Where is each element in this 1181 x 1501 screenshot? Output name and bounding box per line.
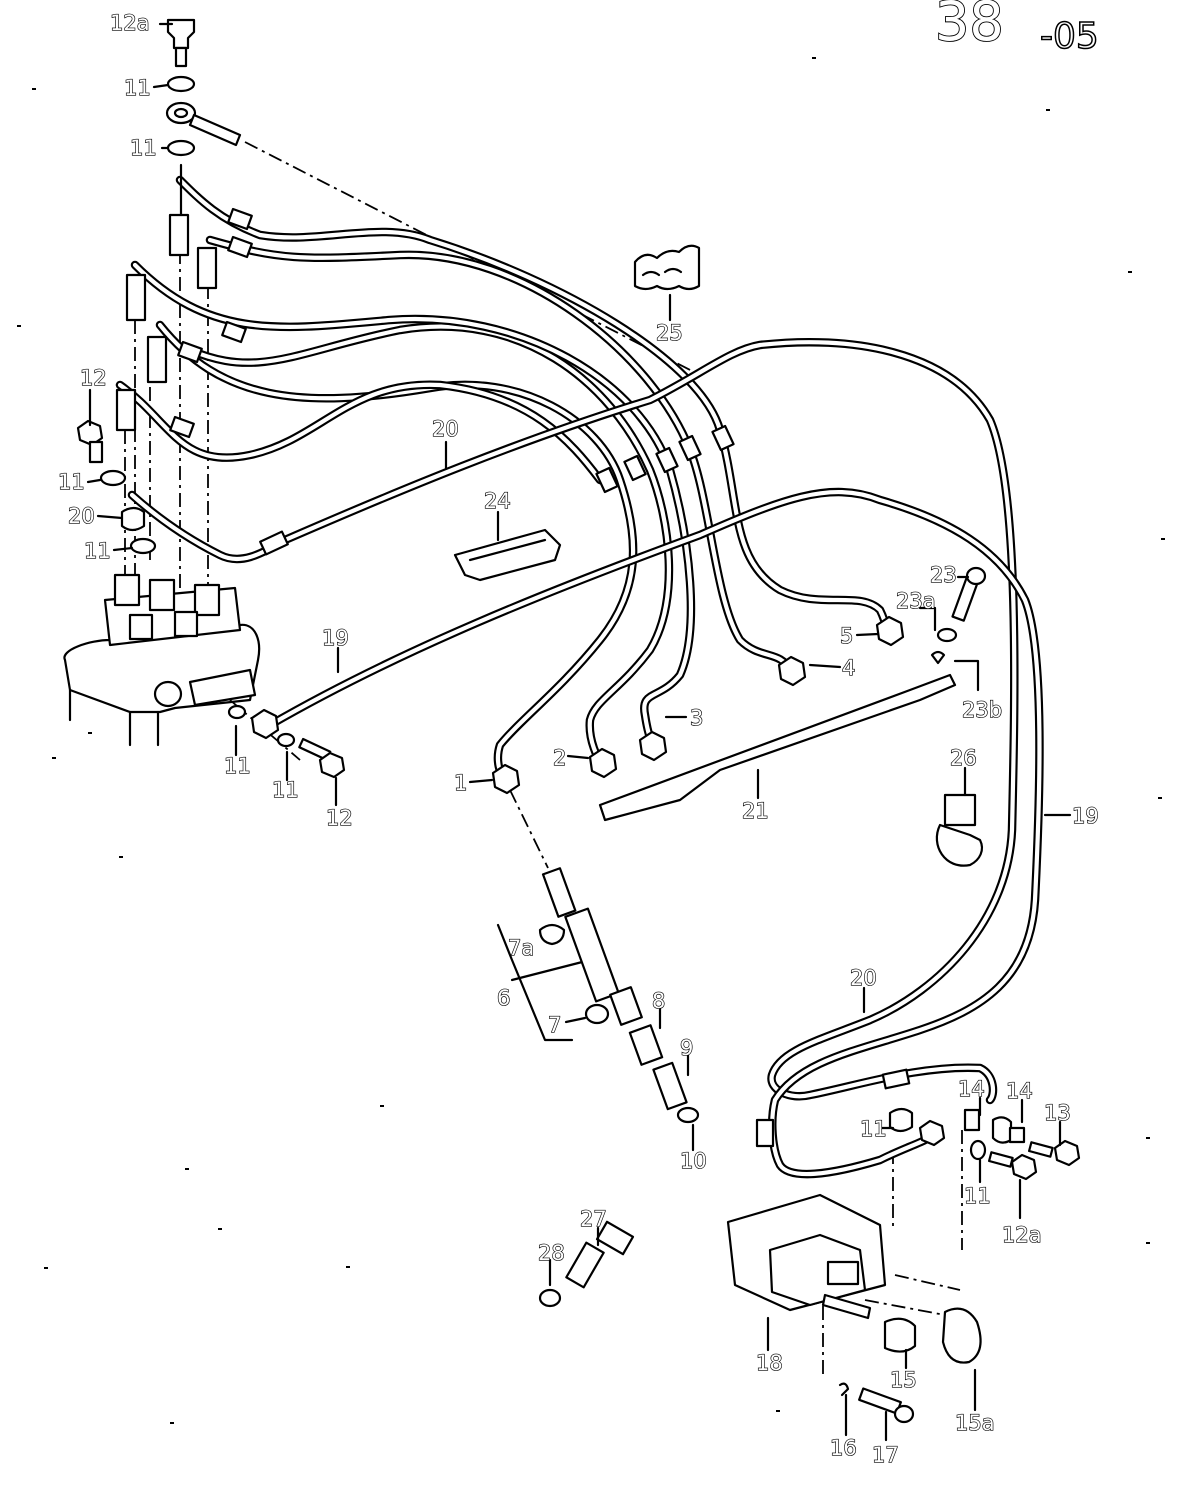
callout-20-left: 20: [68, 504, 95, 528]
pipe-4: [205, 235, 795, 675]
callout-8: 8: [652, 989, 665, 1013]
pipe-2: [185, 322, 674, 770]
distributor-pump-18: [726, 1193, 982, 1364]
callout-12a-top: 12a: [110, 11, 150, 35]
bracket-21: [598, 673, 957, 822]
left-fittings: [76, 419, 157, 555]
injectors: [115, 213, 218, 432]
pipe-1: [155, 320, 638, 785]
page-number-main: 38: [935, 0, 1004, 53]
banjo-fitting-top: [165, 18, 242, 217]
callout-labels: 12a 11 11 12 11 20 11 20 24 25 19 11 11 …: [57, 10, 1099, 1467]
union-nut-5: [875, 615, 905, 647]
callout-14-a: 14: [958, 1077, 985, 1101]
callout-12-b: 12: [326, 806, 353, 830]
callout-19-right: 19: [1072, 804, 1099, 828]
injector-assembly: [496, 867, 700, 1124]
union-nut-4: [777, 655, 807, 687]
callout-20-low: 20: [850, 966, 877, 990]
callout-21: 21: [742, 799, 769, 823]
union-nut-2: [588, 747, 618, 779]
callout-11-b: 11: [130, 136, 157, 160]
callout-11-a: 11: [124, 76, 151, 100]
callout-5: 5: [840, 624, 853, 648]
callout-23b: 23b: [962, 698, 1002, 722]
return-line-20: [127, 337, 1019, 1105]
callout-14-b: 14: [1006, 1079, 1033, 1103]
callout-10: 10: [680, 1149, 707, 1173]
callout-27: 27: [580, 1207, 607, 1231]
injection-pump-block: [63, 573, 346, 779]
callout-23a: 23a: [896, 589, 936, 613]
callout-7a: 7a: [508, 936, 534, 960]
bolt-16-17: [838, 1382, 915, 1424]
pipe-union-nuts: [169, 207, 911, 1148]
callout-11-e: 11: [224, 754, 251, 778]
callout-11-c: 11: [58, 470, 85, 494]
clamp-26: [935, 793, 984, 867]
sealing-washer: [166, 75, 196, 93]
callout-28: 28: [538, 1241, 565, 1265]
union-nut-1: [491, 763, 521, 795]
callout-2: 2: [553, 746, 566, 770]
callout-6: 6: [497, 986, 510, 1010]
callout-12a-bottom: 12a: [1002, 1223, 1042, 1247]
bracket-24: [453, 528, 562, 582]
callout-11-h: 11: [964, 1184, 991, 1208]
return-fittings: [888, 1107, 1081, 1181]
callout-7: 7: [548, 1013, 561, 1037]
callout-3: 3: [690, 706, 703, 730]
callout-19-mid: 19: [322, 626, 349, 650]
callout-25: 25: [656, 321, 683, 345]
leader-lines: [86, 22, 1072, 1442]
callout-9: 9: [680, 1036, 693, 1060]
callout-1: 1: [454, 771, 467, 795]
callout-13: 13: [1044, 1101, 1071, 1125]
callout-26: 26: [950, 746, 977, 770]
callout-16: 16: [830, 1436, 857, 1460]
callout-11-g: 11: [860, 1117, 887, 1141]
pipe-6: [115, 380, 605, 485]
sensor-27: [538, 1220, 635, 1308]
banjo-bolt-12a: [166, 18, 196, 50]
callout-15a: 15a: [955, 1411, 995, 1435]
callout-11-f: 11: [272, 778, 299, 802]
return-lines: [127, 337, 1044, 1179]
callout-18: 18: [756, 1351, 783, 1375]
callout-24: 24: [484, 489, 511, 513]
bolts-23: [930, 566, 987, 665]
callout-17: 17: [872, 1443, 899, 1467]
callout-15: 15: [890, 1368, 917, 1392]
scan-specks: [17, 57, 1165, 1424]
callout-20-mid: 20: [432, 417, 459, 441]
callout-11-d: 11: [84, 539, 111, 563]
clips-25: [633, 244, 701, 291]
callout-12-left: 12: [80, 366, 107, 390]
callout-4: 4: [842, 656, 855, 680]
page-number-suffix: -05: [1040, 16, 1099, 57]
return-line-19: [265, 487, 1044, 1179]
page-number: 38 -05: [934, 0, 1099, 58]
union-nut-3: [638, 730, 668, 762]
callout-23: 23: [930, 563, 957, 587]
